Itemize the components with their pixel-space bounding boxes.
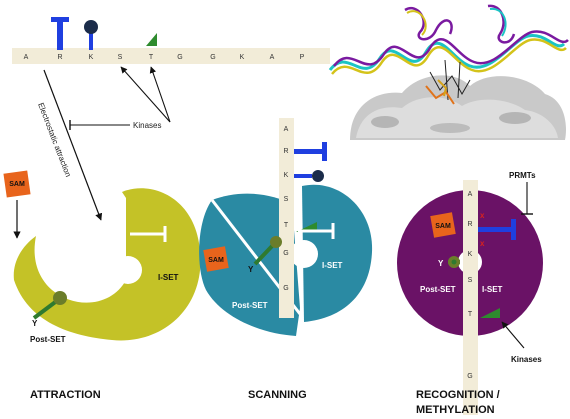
rec-residue-3: K — [468, 251, 473, 258]
scan-tyrosine-stem — [253, 242, 276, 266]
scan-residue-2: R — [283, 148, 288, 155]
residue-10: P — [300, 54, 305, 61]
stage-label-scanning: SCANNING — [248, 389, 307, 401]
rec-residue-4: S — [468, 277, 473, 284]
scan-residue-1: A — [284, 126, 289, 133]
rec-residue-2: R — [467, 221, 472, 228]
residue-1: A — [24, 54, 29, 61]
electrostatic-arrow: Electrostatic attraction — [36, 69, 103, 221]
svg-text:SAM: SAM — [208, 257, 224, 264]
residue-4: S — [118, 54, 123, 61]
scan-residue-7: G — [283, 285, 288, 292]
scan-post-set-label: Post-SET — [232, 301, 268, 310]
attraction-tyrosine-stem — [32, 298, 60, 320]
scan-i-set-label: I-SET — [322, 261, 343, 270]
scan-sam: SAM — [203, 246, 229, 272]
scan-y-label: Y — [248, 265, 254, 274]
attraction-post-set-label: Post-SET — [30, 335, 66, 344]
attraction-pocket — [114, 256, 142, 284]
prmts-label: PRMTs — [509, 171, 536, 180]
scanning-peptide-strip — [279, 118, 294, 318]
residue-8: K — [240, 54, 245, 61]
kinases-arrows: Kinases — [69, 66, 171, 130]
residue-2: R — [57, 54, 62, 61]
attraction-tyrosine-ball — [53, 291, 67, 305]
attraction-group: Y Post-SET I-SET SAM ATTRACTION — [3, 170, 201, 401]
rec-x-mark-2: x — [480, 239, 485, 248]
rec-post-set-label: Post-SET — [420, 285, 456, 294]
top-peptide-strip — [12, 48, 330, 64]
stage-label-recognition-2: METHYLATION — [416, 404, 495, 416]
svg-text:SAM: SAM — [435, 223, 451, 230]
attraction-sam: SAM — [3, 170, 31, 198]
scan-tyrosine-ball — [270, 236, 282, 248]
kinases-label-bottom: Kinases — [511, 355, 542, 364]
top-peptide-group: A R K S T G G K A P — [12, 17, 330, 64]
protein-structure-image — [328, 0, 570, 145]
residue-3: K — [89, 54, 94, 61]
residue-5: T — [149, 54, 154, 61]
rec-y-label: Y — [438, 259, 444, 268]
scanning-enzyme-left — [199, 193, 300, 336]
rec-sam: SAM — [430, 212, 456, 238]
rec-kinases: Kinases — [501, 321, 542, 364]
rec-residue-5: T — [468, 311, 473, 318]
prmts-inhibition: PRMTs — [509, 171, 536, 215]
attraction-y-label: Y — [32, 319, 38, 328]
electrostatic-label: Electrostatic attraction — [36, 101, 73, 178]
scan-residue-4: S — [284, 196, 289, 203]
scan-residue-5: T — [284, 222, 289, 229]
scan-lollipop-mark — [294, 170, 324, 182]
attraction-i-set-label: I-SET — [158, 273, 179, 282]
scan-residue-3: K — [284, 172, 289, 179]
phospho-triangle-mark — [146, 33, 157, 46]
residue-6: G — [177, 54, 182, 61]
rec-blue-mark — [478, 219, 516, 240]
attraction-iset-half — [126, 196, 197, 330]
kinases-label-top: Kinases — [133, 121, 161, 130]
rec-residue-1: A — [468, 191, 473, 198]
lollipop-mark — [84, 20, 98, 50]
blue-methyl-mark — [51, 17, 69, 50]
residue-9: A — [270, 54, 275, 61]
rec-i-set-label: I-SET — [482, 285, 503, 294]
scanning-enzyme-right — [302, 184, 373, 322]
svg-text:SAM: SAM — [9, 181, 25, 188]
recognition-peptide-strip — [463, 180, 478, 415]
scanning-group: A R K S T G G SAM Y Post-SET I-SET SCANN… — [199, 118, 373, 401]
recognition-group: A R K S T G x x Y SAM Post-SET I-SET PRM… — [397, 171, 543, 416]
scan-blue-mark — [294, 142, 327, 161]
rec-triangle-mark — [480, 308, 500, 318]
stage-label-attraction: ATTRACTION — [30, 389, 101, 401]
residue-7: G — [210, 54, 215, 61]
rec-x-mark-1: x — [480, 211, 485, 220]
scan-residue-6: G — [283, 250, 288, 257]
stage-label-recognition-1: RECOGNITION / — [416, 389, 500, 401]
rec-residue-6: G — [467, 373, 472, 380]
